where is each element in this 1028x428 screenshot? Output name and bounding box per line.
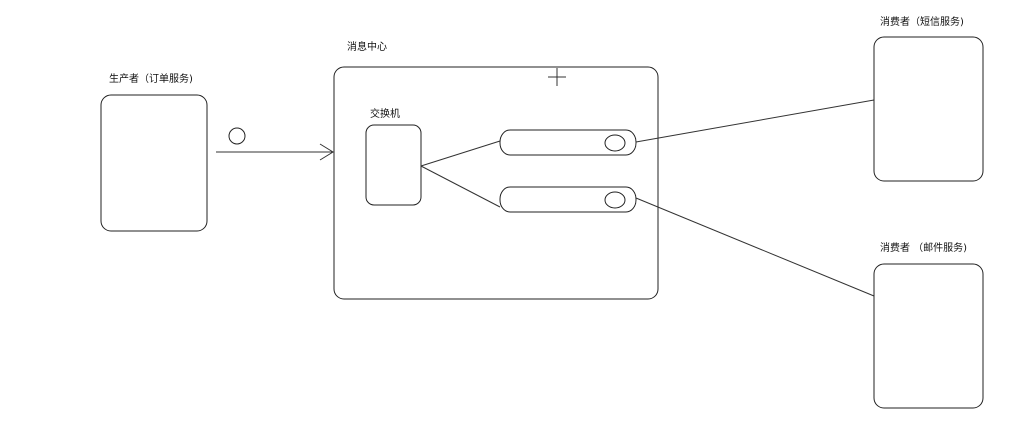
- message-circle: [228, 127, 246, 145]
- queue-2[interactable]: [499, 186, 637, 213]
- broker-label: 消息中心: [347, 40, 387, 53]
- producer-label: 生产者（订单服务): [109, 72, 193, 85]
- producer-box[interactable]: [100, 94, 208, 232]
- consumer-mail-label: 消费者 （邮件服务): [880, 241, 967, 254]
- consumer-mail-box[interactable]: [873, 263, 984, 409]
- queue-2-end-cap: [604, 191, 626, 209]
- exchange-label: 交换机: [370, 107, 400, 120]
- exchange-to-queue-1-line: [420, 140, 501, 167]
- consumer-sms-label: 消费者（短信服务): [880, 15, 964, 28]
- consumer-sms-box[interactable]: [873, 36, 984, 182]
- queue-2-to-mail-consumer-line: [635, 197, 875, 297]
- queue-1[interactable]: [499, 129, 637, 156]
- queue-1-to-sms-consumer-line: [635, 99, 875, 143]
- exchange-to-queue-2-line: [420, 165, 501, 208]
- exchange-box[interactable]: [365, 124, 422, 206]
- crosshair-cursor-icon: [548, 68, 566, 86]
- producer-to-broker-arrowhead: [319, 143, 334, 161]
- queue-1-end-cap: [604, 134, 626, 152]
